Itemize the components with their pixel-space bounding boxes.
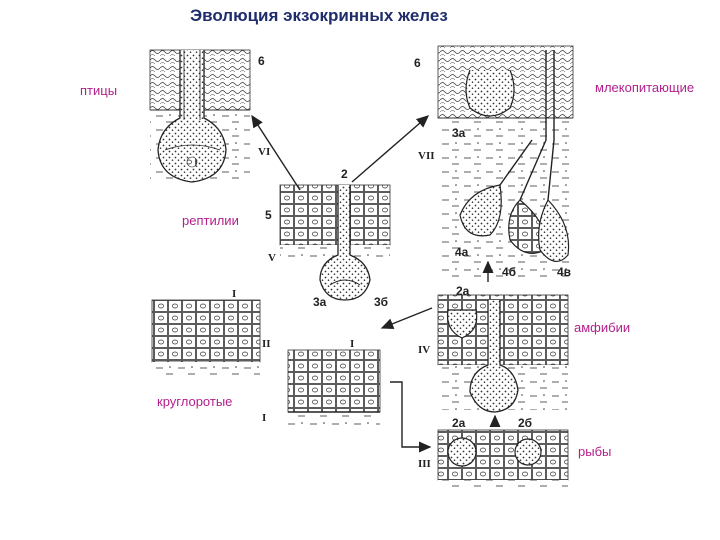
number-4v: 4в — [557, 265, 571, 279]
roman-V: V — [268, 252, 276, 264]
number-4a: 4а — [455, 245, 468, 259]
roman-I-upper: I — [232, 288, 236, 300]
roman-I-middle: I — [350, 338, 354, 350]
number-3a-reptile: 3а — [313, 295, 326, 309]
number-2a-fish: 2а — [452, 416, 465, 430]
reptile-gland-figure — [280, 185, 390, 300]
roman-III: III — [418, 458, 431, 470]
number-5: 5 — [265, 208, 272, 222]
number-6-right: 6 — [414, 56, 421, 70]
roman-II: II — [262, 338, 271, 350]
label-fish: рыбы — [576, 444, 613, 459]
roman-I-lower: I — [262, 412, 266, 424]
arrow-amphibian-to-reptile — [382, 308, 432, 328]
mammal-gland-figure — [438, 46, 573, 278]
bird-gland-figure — [150, 50, 250, 182]
amphibian-gland-figure — [438, 295, 568, 412]
page-title: Эволюция экзокринных желез — [190, 6, 448, 26]
label-mammals: млекопитающие — [593, 80, 696, 95]
number-3b-reptile: 3б — [374, 295, 388, 309]
roman-VII: VII — [418, 150, 435, 162]
label-amphibians: амфибии — [572, 320, 632, 335]
number-4b: 4б — [502, 265, 516, 279]
number-2b-fish: 2б — [518, 416, 532, 430]
number-2a-amphibian: 2а — [456, 284, 469, 298]
roman-VI: VI — [258, 146, 270, 158]
label-reptiles: рептилии — [180, 213, 241, 228]
label-birds: птицы — [78, 83, 119, 98]
arrow-reptile-to-mammal — [352, 116, 428, 182]
label-cyclostomes: круглоротые — [155, 394, 234, 409]
arrow-cyclostome-to-fish — [390, 382, 430, 447]
number-3a-mammal: 3а — [452, 126, 465, 140]
number-6-left: 6 — [258, 54, 265, 68]
number-2-top: 2 — [341, 167, 348, 181]
roman-IV: IV — [418, 344, 430, 356]
fish-epidermis-figure — [438, 430, 568, 492]
